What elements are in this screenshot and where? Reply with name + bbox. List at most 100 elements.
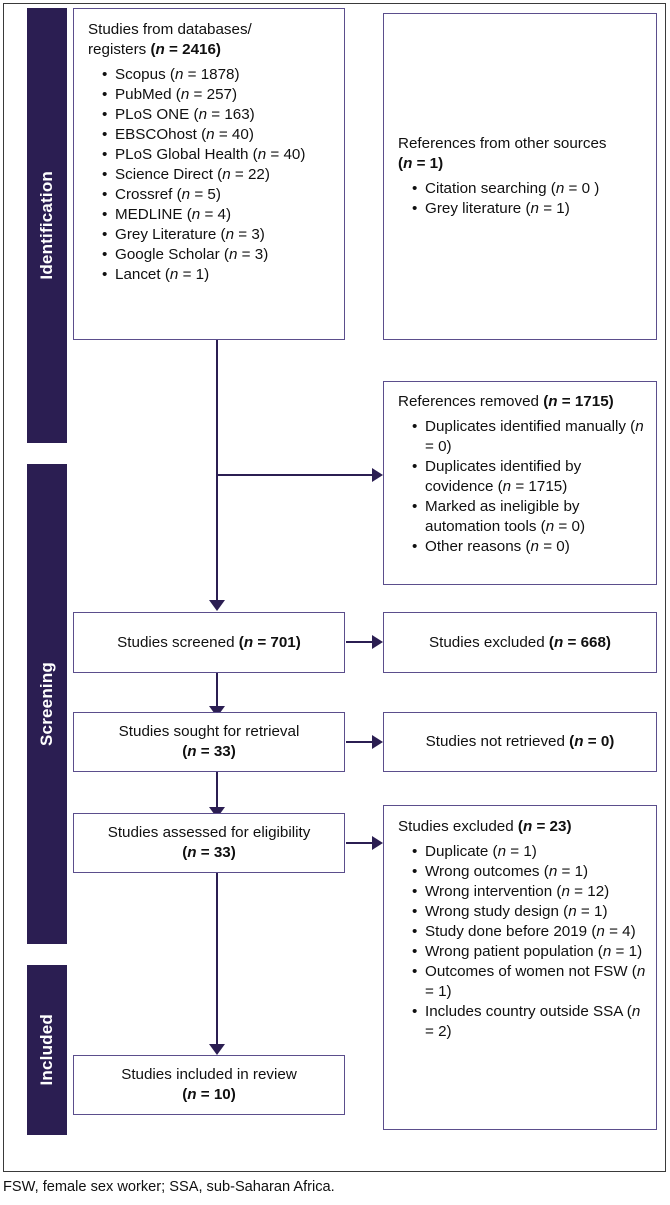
list-item: MEDLINE (n = 4) <box>102 205 334 225</box>
other-sources-list: Citation searching (n = 0 ) Grey literat… <box>398 179 646 219</box>
databases-title-line2: registers <box>88 40 151 58</box>
box-studies-excluded-eligibility: Studies excluded (n = 23) Duplicate (n =… <box>383 805 657 1130</box>
source-label: MEDLINE <box>115 205 187 223</box>
phase-label-identification: Identification <box>37 171 56 280</box>
assessed-eligibility-count: (n = 33) <box>182 844 236 861</box>
connector-identification-to-screened <box>216 340 219 605</box>
list-item: PLoS ONE (n = 163) <box>102 105 334 125</box>
databases-source-list: Scopus (n = 1878) PubMed (n = 257) PLoS … <box>88 65 334 286</box>
source-label: Citation searching <box>425 179 551 197</box>
studies-excluded-screened-count: (n = 668) <box>548 633 611 651</box>
list-item: Wrong outcomes (n = 1) <box>412 862 646 882</box>
list-item: Grey literature (n = 1) <box>412 199 646 219</box>
box-references-removed: References removed (n = 1715) Duplicates… <box>383 381 657 585</box>
references-removed-list: Duplicates identified manually (n = 0) D… <box>398 417 646 557</box>
list-item: PLoS Global Health (n = 40) <box>102 145 334 165</box>
connector-sought-to-assessed <box>216 772 219 812</box>
list-item: Other reasons (n = 0) <box>412 537 646 557</box>
connector-sought-to-not-retrieved <box>346 741 374 744</box>
source-label: PLoS Global Health <box>115 145 253 163</box>
arrowhead-to-studies-excluded-eligibility <box>372 836 383 850</box>
source-label: Grey literature <box>425 199 526 217</box>
arrowhead-to-not-retrieved <box>372 735 383 749</box>
list-item: Wrong patient population (n = 1) <box>412 942 646 962</box>
box-studies-screened: Studies screened (n = 701) <box>73 612 345 673</box>
phase-label-screening: Screening <box>37 662 56 746</box>
source-label: PLoS ONE <box>115 105 194 123</box>
box-studies-not-retrieved: Studies not retrieved (n = 0) <box>383 712 657 772</box>
box-title-other-sources: References from other sources (n = 1) <box>398 134 646 174</box>
list-item: Wrong study design (n = 1) <box>412 902 646 922</box>
arrowhead-to-studies-excluded-screened <box>372 635 383 649</box>
list-item: Lancet (n = 1) <box>102 265 334 285</box>
list-item: Science Direct (n = 22) <box>102 165 334 185</box>
box-studies-included-in-review: Studies included in review (n = 10) <box>73 1055 345 1115</box>
studies-excluded-eligibility-count: (n = 23) <box>517 818 572 835</box>
box-assessed-for-eligibility: Studies assessed for eligibility (n = 33… <box>73 813 345 873</box>
list-item: PubMed (n = 257) <box>102 85 334 105</box>
assessed-eligibility-title: Studies assessed for eligibility <box>107 824 311 842</box>
source-label: EBSCOhost <box>115 125 202 143</box>
studies-excluded-eligibility-list: Duplicate (n = 1) Wrong outcomes (n = 1)… <box>398 842 646 1043</box>
box-studies-excluded-screened: Studies excluded (n = 668) <box>383 612 657 673</box>
phase-band-screening: Screening <box>27 464 67 944</box>
databases-title-line1: Studies from databases/ <box>88 21 252 38</box>
box-title-studies-excluded-eligibility: Studies excluded (n = 23) <box>398 817 646 837</box>
source-label: Lancet <box>115 266 165 284</box>
box-title-assessed-for-eligibility: Studies assessed for eligibility (n = 33… <box>108 823 311 863</box>
arrowhead-to-sought-retrieval <box>209 706 225 717</box>
connector-assessed-to-excluded <box>346 842 374 845</box>
list-item: Crossref (n = 5) <box>102 185 334 205</box>
connector-assessed-to-included <box>216 873 219 1049</box>
box-sought-for-retrieval: Studies sought for retrieval (n = 33) <box>73 712 345 772</box>
box-title-studies-included-in-review: Studies included in review (n = 10) <box>121 1065 297 1105</box>
box-title-databases: Studies from databases/ registers (n = 2… <box>88 20 334 60</box>
phase-band-identification: Identification <box>27 8 67 443</box>
studies-screened-count: (n = 701) <box>238 633 301 651</box>
source-label: Scopus <box>115 65 170 83</box>
phase-band-included: Included <box>27 965 67 1135</box>
connector-screened-to-excluded <box>346 641 374 644</box>
sought-retrieval-count: (n = 33) <box>182 743 236 760</box>
source-label: Science Direct <box>115 165 218 183</box>
studies-excluded-eligibility-title: Studies excluded <box>398 818 518 835</box>
arrowhead-to-studies-screened <box>209 600 225 611</box>
connector-screened-to-sought <box>216 673 219 710</box>
sought-retrieval-title: Studies sought for retrieval <box>118 723 300 741</box>
list-item: Citation searching (n = 0 ) <box>412 179 646 199</box>
other-sources-count: (n = 1) <box>398 154 444 172</box>
box-title-references-removed: References removed (n = 1715) <box>398 392 646 412</box>
databases-title-count: (n = 2416) <box>150 40 221 58</box>
included-review-count: (n = 10) <box>182 1086 236 1103</box>
list-item: Duplicates identified manually (n = 0) <box>412 417 646 457</box>
list-item: EBSCOhost (n = 40) <box>102 125 334 145</box>
arrowhead-to-references-removed <box>372 468 383 482</box>
references-removed-count: (n = 1715) <box>543 393 614 410</box>
studies-screened-title: Studies screened <box>117 633 239 651</box>
box-title-studies-not-retrieved: Studies not retrieved (n = 0) <box>426 732 615 752</box>
list-item: Duplicate (n = 1) <box>412 842 646 862</box>
box-references-other-sources: References from other sources (n = 1) Ci… <box>383 13 657 340</box>
list-item: Scopus (n = 1878) <box>102 65 334 85</box>
box-title-sought-for-retrieval: Studies sought for retrieval (n = 33) <box>119 722 300 762</box>
source-label: Grey Literature <box>115 226 221 243</box>
studies-excluded-screened-title: Studies excluded <box>429 633 549 651</box>
list-item: Google Scholar (n = 3) <box>102 245 334 265</box>
list-item: Includes country outside SSA (n = 2) <box>412 1002 646 1042</box>
list-item: Duplicates identified by covidence (n = … <box>412 457 646 497</box>
source-label: Google Scholar <box>115 246 224 264</box>
box-title-studies-screened: Studies screened (n = 701) <box>117 633 301 653</box>
connector-branch-references-removed <box>216 474 374 477</box>
source-label: Crossref <box>115 185 177 203</box>
list-item: Study done before 2019 (n = 4) <box>412 922 646 942</box>
box-studies-from-databases: Studies from databases/ registers (n = 2… <box>73 8 345 340</box>
not-retrieved-title: Studies not retrieved <box>425 733 570 751</box>
list-item: Outcomes of women not FSW (n = 1) <box>412 962 646 1002</box>
list-item: Wrong intervention (n = 12) <box>412 882 646 902</box>
references-removed-title: References removed <box>398 393 544 410</box>
other-sources-title: References from other sources <box>398 135 607 153</box>
included-review-title: Studies included in review <box>121 1066 297 1084</box>
list-item: Marked as ineligible by automation tools… <box>412 497 646 537</box>
phase-label-included: Included <box>37 1014 56 1086</box>
